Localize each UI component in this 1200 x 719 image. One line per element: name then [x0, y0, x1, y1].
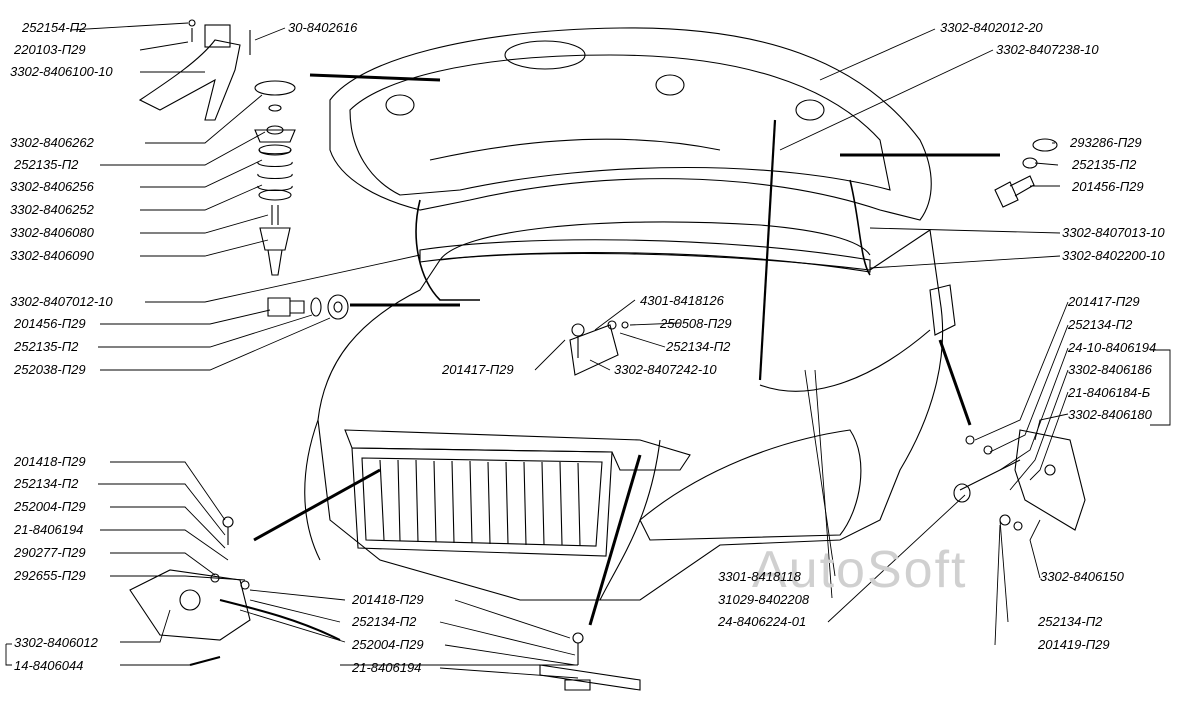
part-label: 252004-П29: [352, 637, 424, 652]
watermark: AutoSoft: [752, 541, 968, 599]
part-label: 3302-8407238-10: [996, 42, 1099, 57]
part-label: 21-8406184-Б: [1068, 385, 1151, 400]
front-panel: [344, 429, 691, 471]
part-label: 201419-П29: [1038, 637, 1110, 652]
part-label: 31029-8402208: [718, 592, 810, 607]
part-label: 24-8406224-01: [718, 614, 807, 629]
release-cable: [759, 329, 931, 392]
part-label: 250508-П29: [660, 316, 732, 331]
part-label: 201456-П29: [1072, 179, 1144, 194]
part-label: 290277-П29: [14, 545, 86, 560]
hood-emblem-recess: [504, 40, 586, 70]
windscreen-edge: [439, 221, 871, 261]
part-label: 201418-П29: [14, 454, 86, 469]
part-label: 252134-П2: [666, 339, 731, 354]
part-label: 4301-8418126: [640, 293, 724, 308]
part-label: 3302-8402012-20: [940, 20, 1043, 35]
part-label: 3302-8406180: [1068, 407, 1152, 422]
part-label: 3302-8406262: [10, 135, 94, 150]
hood-panel: [329, 27, 932, 221]
hinge-bolt-group-right: [840, 138, 1058, 208]
part-label: 201417-П29: [1068, 294, 1140, 309]
fender-left: [304, 419, 321, 561]
hood-inner-frame: [349, 54, 891, 196]
part-label: 3302-8406012: [14, 635, 98, 650]
part-label: 201418-П29: [352, 592, 424, 607]
part-label: 252135-П2: [14, 339, 79, 354]
part-label: 21-8406194: [14, 522, 84, 537]
radiator-grille: [351, 447, 613, 557]
part-label: 220103-П29: [14, 42, 86, 57]
part-label: 3302-8406090: [10, 248, 94, 263]
part-label: 293286-П29: [1070, 135, 1142, 150]
part-label: 252134-П2: [352, 614, 417, 629]
lock-bracket-mid: [569, 320, 629, 376]
car-body: [317, 229, 944, 601]
cable-clamp-bottom: [539, 632, 641, 691]
headlight-right: [639, 429, 862, 541]
part-label: 3301-8418118: [718, 569, 801, 584]
hood-lock-assembly: [929, 284, 1086, 531]
part-label: 292655-П29: [14, 568, 86, 583]
part-label: 201456-П29: [14, 316, 86, 331]
part-label: 14-8406044: [14, 658, 84, 673]
part-label: 3302-8407012-10: [10, 294, 113, 309]
part-label: 252134-П2: [1068, 317, 1133, 332]
hinge-bolt-group-left: [267, 294, 460, 320]
part-label: 252038-П29: [14, 362, 86, 377]
leader-lines: [5, 22, 1171, 679]
part-label: 252134-П2: [1038, 614, 1103, 629]
part-label: 3302-8407242-10: [614, 362, 717, 377]
part-label: 3302-8406252: [10, 202, 94, 217]
part-label: 252135-П2: [1072, 157, 1137, 172]
part-label: 24-10-8406194: [1068, 340, 1157, 355]
hood-stay-rod: [758, 119, 777, 381]
hood-seal: [419, 239, 871, 273]
part-label: 201417-П29: [442, 362, 514, 377]
part-label: 3302-8406150: [1040, 569, 1124, 584]
hood-bumper-stop-parts: [138, 19, 296, 276]
part-label: 3302-8406186: [1068, 362, 1152, 377]
part-label: 3302-8407013-10: [1062, 225, 1165, 240]
lock-base-plate: [129, 516, 341, 666]
part-label: 3302-8406256: [10, 179, 94, 194]
part-label: 252004-П29: [14, 499, 86, 514]
part-label: 252134-П2: [14, 476, 79, 491]
part-label: 3302-8406100-10: [10, 64, 113, 79]
part-label: 252154-П2: [22, 20, 87, 35]
part-label: 30-8402616: [288, 20, 358, 35]
part-label: 21-8406194: [352, 660, 422, 675]
part-label: 252135-П2: [14, 157, 79, 172]
part-label: 3302-8402200-10: [1062, 248, 1165, 263]
part-label: 3302-8406080: [10, 225, 94, 240]
